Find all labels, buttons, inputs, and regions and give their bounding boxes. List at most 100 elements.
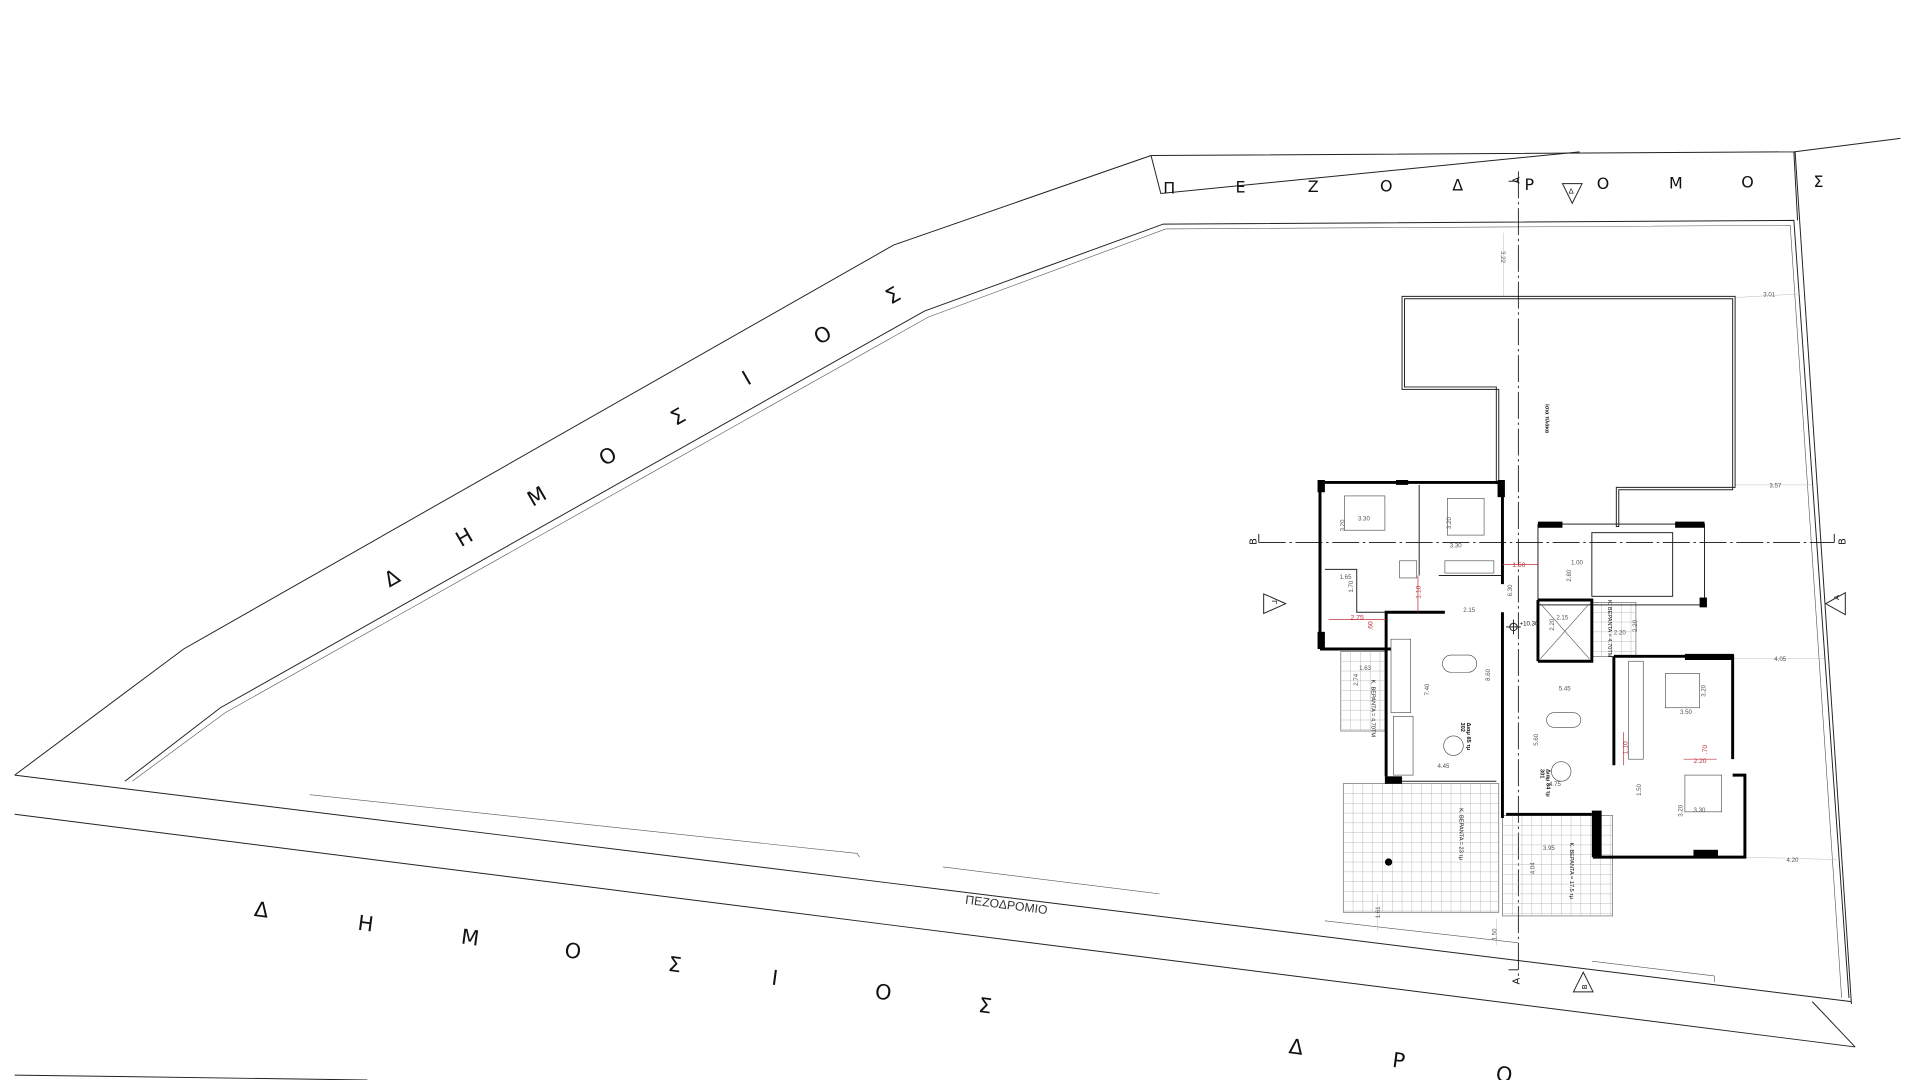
street-letter: Δ (380, 564, 405, 592)
dim-label: 3.30 (1693, 807, 1705, 814)
street-letter: Ε (1236, 178, 1246, 197)
dim-label: 2.80 (1566, 569, 1573, 581)
street-letter: Ι (738, 366, 755, 390)
street-name-bottom: Δ Η Μ Ο Σ Ι Ο Σ Δ Ρ Ο (253, 897, 1514, 1080)
column-dot (1384, 858, 1393, 866)
street-letter: Π (1163, 178, 1175, 197)
dimension-labels: 3.22 3.01 3.57 4.05 4.20 3.30 3.20 3.20 … (1339, 251, 1799, 940)
street-letter: Μ (1669, 173, 1683, 192)
section-b-right-label: B (1837, 538, 1848, 545)
street-letter: Ο (874, 979, 893, 1005)
red-dim-label: 1.10 (1622, 741, 1629, 754)
terrace-area (1340, 651, 1386, 732)
dim-label: 3.22 (1499, 251, 1506, 263)
street-letter: Ο (1380, 176, 1393, 195)
dim-label: 3.30 (1358, 515, 1370, 522)
view-marker-bottom-label: B (1580, 984, 1589, 989)
dim-label: 1.70 (1348, 580, 1355, 592)
unit-301-area: Διαμ 84 τμ (1545, 769, 1551, 797)
level-label: +10.30 (1520, 621, 1539, 628)
dim-label: 4.20 (1787, 857, 1799, 864)
dim-label: 1.00 (1571, 559, 1583, 566)
red-dim-label: 1.10 (1415, 585, 1422, 598)
dim-label: 2.20 (1632, 619, 1639, 631)
view-marker-left-label: Γ (1270, 600, 1279, 605)
dim-label: 6.30 (1507, 584, 1514, 596)
street-letter: Σ (667, 952, 683, 978)
unit-301-number: 301 (1538, 769, 1544, 778)
dim-label: 1.61 (1375, 906, 1382, 918)
dim-label: 2.74 (1353, 673, 1360, 685)
dim-label: 3.50 (1680, 709, 1692, 716)
unit-302-number: 302 (1459, 722, 1465, 731)
street-letter: Ι (770, 966, 779, 991)
sidewalk-label: ΠΕΖΟΔΡΟΜΙΟ (965, 893, 1049, 917)
street-letter: Δ (253, 897, 271, 923)
dim-label: 3.20 (1677, 804, 1684, 816)
unit-302-area: Διαμ 85 τμ (1465, 722, 1471, 750)
dim-label: 5.60 (1533, 733, 1540, 745)
section-b-left-label: B (1248, 538, 1259, 545)
view-marker-left: Γ (1263, 593, 1287, 615)
street-letter: Ο (1494, 1062, 1513, 1080)
red-dim-label: 1.50 (1512, 562, 1525, 569)
dim-label: 1.50 (1636, 783, 1643, 795)
street-letter: Ζ (1308, 177, 1319, 196)
street-letter: Ο (1597, 174, 1610, 193)
street-letter: Ρ (1391, 1048, 1407, 1073)
dim-label: 7.40 (1424, 683, 1431, 695)
dim-label: 4.75 (1549, 781, 1561, 788)
dim-label: 4.45 (1438, 763, 1450, 770)
dim-label: 2.20 (1549, 618, 1556, 630)
veranda-label-3: Κ. ΒΕΡΑΝΤΑ = 23 τμ (1458, 808, 1464, 860)
red-dim-label: .60 (1368, 621, 1375, 631)
plot-boundaries (14, 137, 1901, 1080)
dim-label: 3.30 (1450, 542, 1462, 549)
street-letter: Σ (977, 993, 993, 1019)
dim-label: 4.05 (1774, 656, 1786, 663)
street-letter: Ο (810, 321, 836, 350)
red-dim-label: 2.75 (1351, 615, 1364, 622)
street-letter: Μ (460, 925, 481, 951)
view-marker-right: A (1824, 591, 1846, 616)
red-dim-label: .70 (1702, 745, 1709, 755)
view-marker-top-label: Δ (1569, 186, 1574, 195)
red-dimension-lines (1328, 564, 1717, 766)
unit-301-label: 301 Διαμ 84 τμ (1538, 769, 1550, 797)
dim-label: 3.57 (1769, 482, 1781, 489)
street-letter: Ρ (1524, 175, 1534, 194)
street-letter: Μ (523, 482, 551, 512)
street-letter: Δ (1288, 1034, 1306, 1060)
dim-label: 2.20 (1614, 629, 1626, 636)
dim-label: 4.04 (1529, 862, 1536, 874)
dim-label: 1.65 (1340, 574, 1352, 581)
street-letter: Η (356, 911, 375, 937)
dim-label: 1.63 (1359, 665, 1371, 672)
dim-label: 3.20 (1446, 516, 1453, 528)
view-marker-bottom: B (1572, 971, 1594, 993)
view-marker-right-label: A (1832, 595, 1841, 600)
roof-outline (1401, 295, 1736, 528)
level-marker: +10.30 (1506, 619, 1539, 635)
dim-label: 2.15 (1556, 615, 1568, 622)
street-letter: Σ (666, 403, 689, 430)
red-dim-label: 2.20 (1693, 758, 1706, 765)
veranda-label-2: Κ. ΒΕΡΑΝΤΑ = 4.70ΤΜ (1369, 680, 1375, 738)
terraces (1340, 602, 1637, 917)
view-marker-top: Δ (1561, 183, 1583, 205)
unit-302-label: 302 Διαμ 85 τμ (1459, 722, 1471, 750)
building-floor-plan (1317, 480, 1747, 917)
section-a-bottom-label: A (1512, 977, 1523, 984)
street-letter: Ο (595, 442, 621, 471)
street-letter: Σ (1813, 172, 1823, 191)
dim-label: 3.95 (1543, 845, 1555, 852)
dim-label: 2.15 (1463, 607, 1475, 614)
street-letter: Ο (563, 938, 582, 964)
street-letter: Η (452, 523, 478, 552)
roof-label: ίσια πλάκα (1543, 404, 1549, 434)
street-letter: Ο (1741, 173, 1754, 192)
dim-label: 3.20 (1339, 519, 1346, 531)
